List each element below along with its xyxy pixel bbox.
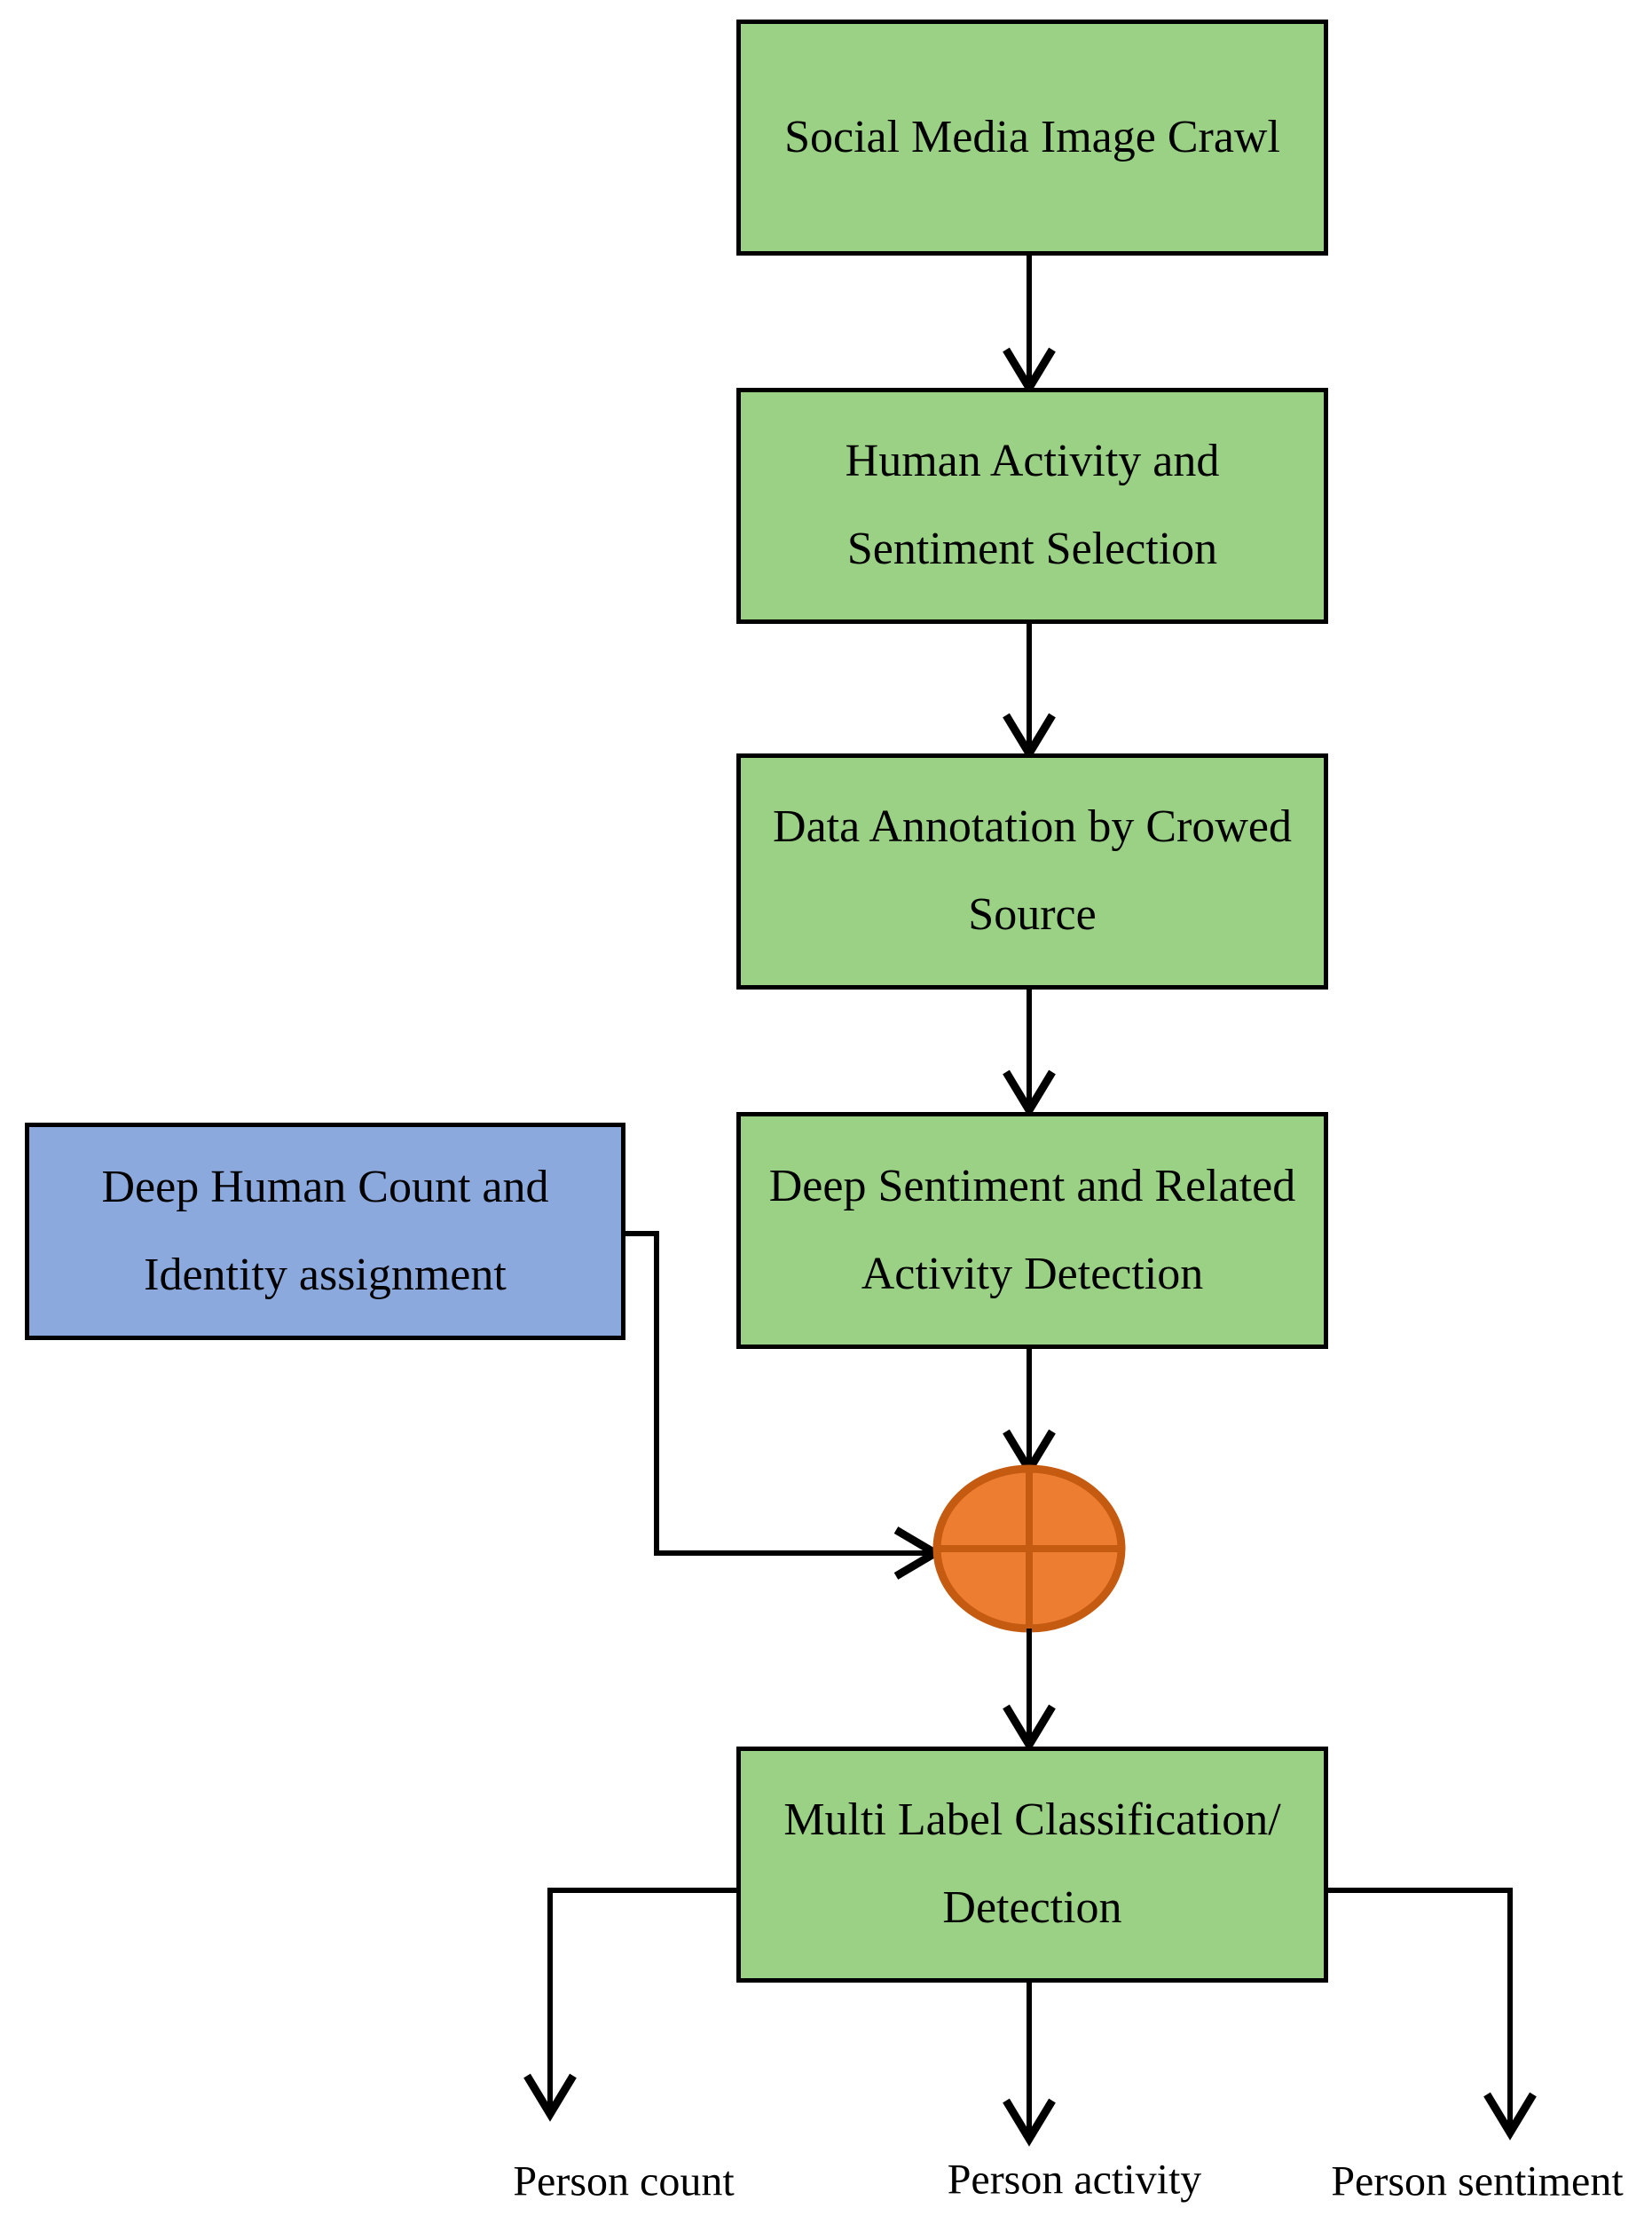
arrowhead-person-sentiment <box>1483 2092 1537 2141</box>
plus-circle-merge-icon <box>932 1464 1126 1633</box>
arrowhead-merge-to-multilabel <box>1003 1704 1056 1753</box>
box-deep-sentiment-activity-detection-label: Deep Sentiment and Related Activity Dete… <box>768 1160 1296 1299</box>
box-deep-human-count-identity: Deep Human Count and Identity assignment <box>25 1123 625 1340</box>
arrowhead-person-count <box>523 2073 577 2122</box>
connector-humancount-to-merge <box>625 1231 930 1556</box>
branch-multilabel-to-person-sentiment <box>1326 1888 1513 2127</box>
box-multi-label-classification: Multi Label Classification/ Detection <box>736 1747 1328 1983</box>
box-deep-human-count-identity-label: Deep Human Count and Identity assignment <box>101 1161 549 1300</box>
branch-multilabel-to-person-count <box>547 1888 739 2109</box>
box-social-media-crawl-label: Social Media Image Crawl <box>784 111 1280 162</box>
output-label-person-sentiment: Person sentiment <box>1331 2157 1624 2205</box>
box-deep-sentiment-activity-detection: Deep Sentiment and Related Activity Dete… <box>736 1112 1328 1349</box>
arrowhead-person-activity <box>1003 2098 1056 2147</box>
output-label-person-activity: Person activity <box>947 2156 1202 2204</box>
box-social-media-crawl: Social Media Image Crawl <box>736 20 1328 256</box>
box-data-annotation: Data Annotation by Crowed Source <box>736 753 1328 990</box>
box-human-activity-sentiment-selection: Human Activity and Sentiment Selection <box>736 388 1328 624</box>
box-human-activity-sentiment-selection-label: Human Activity and Sentiment Selection <box>845 436 1220 574</box>
box-multi-label-classification-label: Multi Label Classification/ Detection <box>783 1794 1281 1933</box>
output-label-person-count: Person count <box>513 2157 735 2205</box>
box-data-annotation-label: Data Annotation by Crowed Source <box>773 801 1292 940</box>
arrowhead-annotation-to-detection <box>1003 1069 1056 1118</box>
